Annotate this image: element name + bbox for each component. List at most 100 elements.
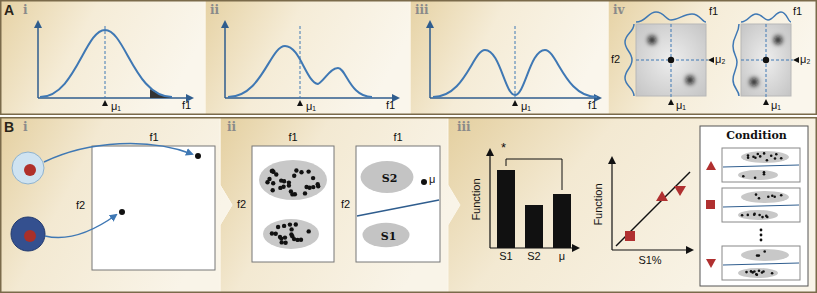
art-rect — [497, 170, 515, 248]
art-path — [636, 12, 706, 22]
data-point — [290, 234, 294, 238]
data-point — [282, 224, 286, 228]
data-point — [757, 153, 760, 156]
data-point — [271, 181, 275, 185]
art-polygon — [668, 99, 674, 105]
art-ellipse — [259, 160, 327, 200]
art-path — [40, 30, 172, 97]
panel-b-ground — [0, 117, 817, 293]
data-point — [758, 197, 761, 200]
ellipse-shape — [361, 161, 414, 193]
art-circle — [686, 76, 694, 84]
data-point — [755, 273, 758, 276]
panel-frame: Aiiiiiiiv — [0, 0, 817, 115]
bar-chart — [490, 150, 578, 248]
art-rect — [525, 205, 543, 248]
data-point — [780, 157, 783, 160]
data-point — [765, 215, 768, 218]
art-polygon — [220, 117, 460, 293]
axis-label: f2 — [611, 53, 620, 66]
subpanel: i — [18, 117, 220, 293]
art-circle — [750, 78, 758, 86]
art-polygon — [0, 117, 232, 293]
axis-label: f2 — [237, 198, 246, 211]
data-point — [762, 270, 765, 273]
art-line — [409, 0, 411, 115]
art-circle — [763, 57, 769, 63]
art-polygon — [512, 100, 518, 106]
data-point — [754, 176, 757, 179]
data-point — [741, 214, 744, 217]
mini-divider — [723, 263, 799, 265]
art-polygon — [102, 100, 108, 106]
data-point — [747, 214, 750, 217]
data-point — [758, 254, 761, 257]
art-circle — [774, 36, 782, 44]
data-point — [267, 177, 271, 181]
panel-letter: A — [0, 0, 817, 18]
art-path — [741, 12, 791, 22]
art-path — [625, 24, 634, 96]
scatter-iv-right — [733, 12, 799, 105]
mean-label: μ₁ — [521, 100, 531, 113]
mini-plot — [722, 188, 800, 222]
data-point — [763, 171, 766, 174]
data-point — [270, 231, 274, 235]
data-point — [763, 250, 766, 253]
mean-label: μ₁ — [306, 100, 316, 113]
bar-label: μ — [559, 250, 565, 263]
data-point — [750, 270, 753, 273]
data-point — [756, 273, 759, 276]
art-rect — [252, 146, 334, 262]
bar-label: S2 — [527, 250, 540, 263]
art-rect — [625, 231, 635, 241]
art-line — [489, 150, 490, 248]
mini-plot — [722, 246, 800, 280]
data-point — [771, 272, 774, 275]
data-point — [303, 191, 307, 195]
data-point — [299, 238, 303, 242]
ellipse-shape — [362, 223, 409, 247]
data-point — [766, 159, 769, 162]
axis-title: Function — [469, 178, 482, 220]
mini-region — [741, 249, 789, 261]
art-line — [616, 172, 690, 246]
art-line — [204, 0, 206, 115]
data-point — [280, 240, 284, 244]
distribution-iii — [430, 22, 600, 106]
art-polygon — [674, 186, 686, 196]
condition-panel: Condition — [700, 126, 808, 286]
mini-region — [741, 191, 789, 203]
art-circle — [668, 57, 674, 63]
data-point — [276, 225, 280, 229]
art-circle — [195, 153, 201, 159]
data-point — [270, 169, 274, 173]
data-point — [763, 152, 766, 155]
art-line — [225, 97, 398, 99]
data-point — [774, 157, 777, 160]
distribution-ii — [225, 22, 398, 106]
population-plots — [252, 146, 440, 262]
subpanel-label: i — [18, 117, 220, 134]
population-ellipse: S1 — [362, 222, 410, 248]
art-circle — [11, 217, 45, 251]
mini-divider — [723, 165, 799, 167]
art-line — [224, 22, 226, 98]
axis-label: f1 — [149, 131, 158, 144]
mean-label: μ — [429, 173, 435, 186]
art-circle — [24, 230, 36, 242]
art-rect — [205, 0, 410, 115]
axis-label: f1 — [793, 5, 802, 18]
data-point — [755, 193, 758, 196]
art-line — [429, 22, 431, 98]
data-point — [294, 222, 298, 226]
art-line — [611, 158, 612, 250]
box-heading: Condition — [700, 126, 808, 142]
art-circle — [12, 152, 44, 184]
data-point — [306, 169, 310, 173]
data-point — [745, 271, 748, 274]
art-line — [515, 26, 516, 98]
data-point — [767, 196, 770, 199]
art-ellipse — [263, 219, 319, 249]
